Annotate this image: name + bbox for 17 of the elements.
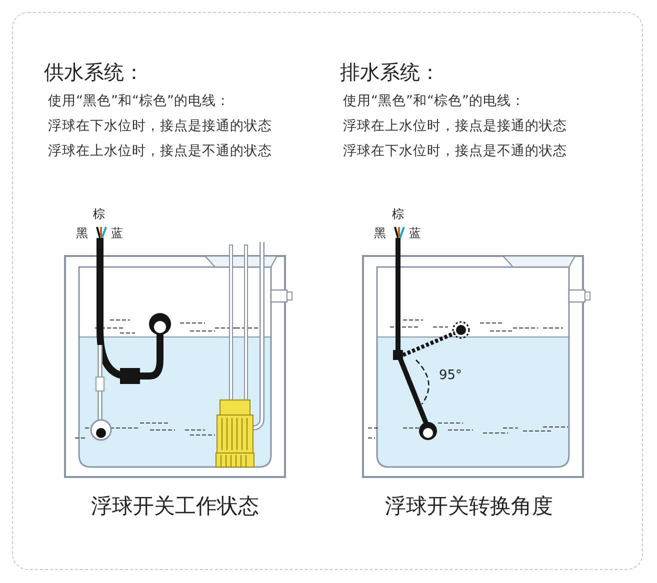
wire-note: 使用“黑色”和“棕色”的电线： [48,92,230,110]
wire-label: 蓝 [111,227,123,239]
state-note: 浮球在下水位时，接点是接通的状态 [48,117,272,135]
wire-label: 黑 [374,227,386,239]
wire-label: 黑 [76,227,88,239]
state-note: 浮球在上水位时，接点是不通的状态 [48,142,272,160]
section-heading: 排水系统： [340,59,440,86]
state-note: 浮球在上水位时，接点是接通的状态 [343,117,567,135]
wire-label: 棕 [93,208,105,220]
section-heading: 供水系统： [44,59,144,86]
figure-caption: 浮球开关转换角度 [384,493,554,520]
wire-label: 棕 [392,208,404,220]
state-note: 浮球在下水位时，接点是不通的状态 [343,142,567,160]
figure-caption: 浮球开关工作状态 [90,493,260,520]
wire-note: 使用“黑色”和“棕色”的电线： [343,92,525,110]
wire-label: 蓝 [409,227,421,239]
angle-label: 95° [439,369,462,382]
